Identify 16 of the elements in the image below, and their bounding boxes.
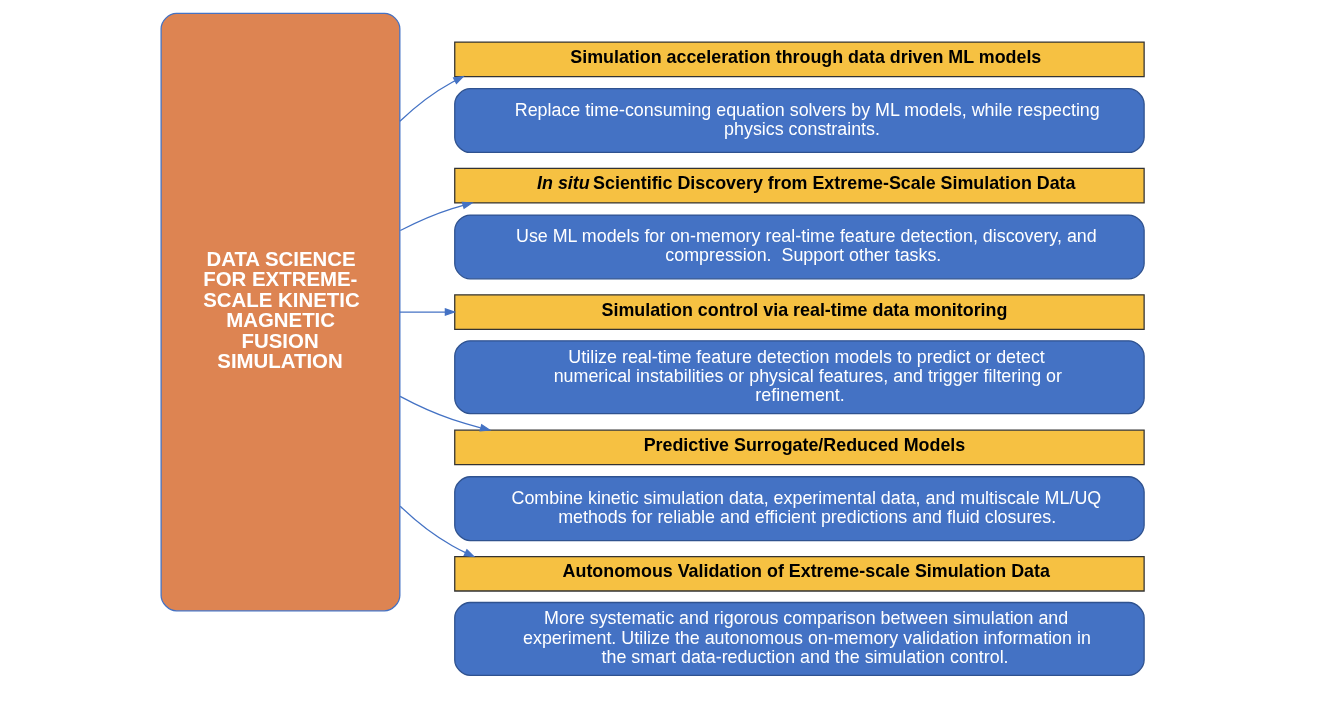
arrow xyxy=(399,395,492,432)
node-box: Combine kinetic simulation data, experimental data, and multiscale ML/UQ methods for reliable and efficient predictions and fluid closures. xyxy=(454,476,1145,542)
node-box: Autonomous Validation of Extreme-scale Simulation Data xyxy=(454,555,1145,592)
arrow xyxy=(399,201,474,232)
node-box: In situ Scientific Discovery from Extreme-Scale Simulation Data xyxy=(454,167,1145,204)
node-box: Simulation acceleration through data driven ML models xyxy=(454,41,1145,78)
arrow xyxy=(399,75,465,122)
node-box: Predictive Surrogate/Reduced Models xyxy=(454,429,1145,466)
node-box: More systematic and rigorous comparison between simulation and experiment. Utilize the autonomous on-memory validation information in the smart data-reduction and the simulation control. xyxy=(454,601,1145,676)
node-box: Use ML models for on-memory real-time feature detection, discovery, and compression. Support other tasks. xyxy=(454,214,1145,280)
arrow xyxy=(399,308,457,317)
node-box: Replace time-consuming equation solvers by ML models, while respecting physics constraints. xyxy=(454,88,1145,154)
arrow xyxy=(399,505,476,558)
node-box: DATA SCIENCE FOR EXTREME-SCALE KINETIC MAGNETIC FUSION SIMULATION xyxy=(160,12,401,612)
node-box: Utilize real-time feature detection models to predict or detect numerical instabilities or physical features, and trigger filtering or refinement. xyxy=(454,340,1145,415)
node-box: Simulation control via real-time data monitoring xyxy=(454,294,1145,330)
